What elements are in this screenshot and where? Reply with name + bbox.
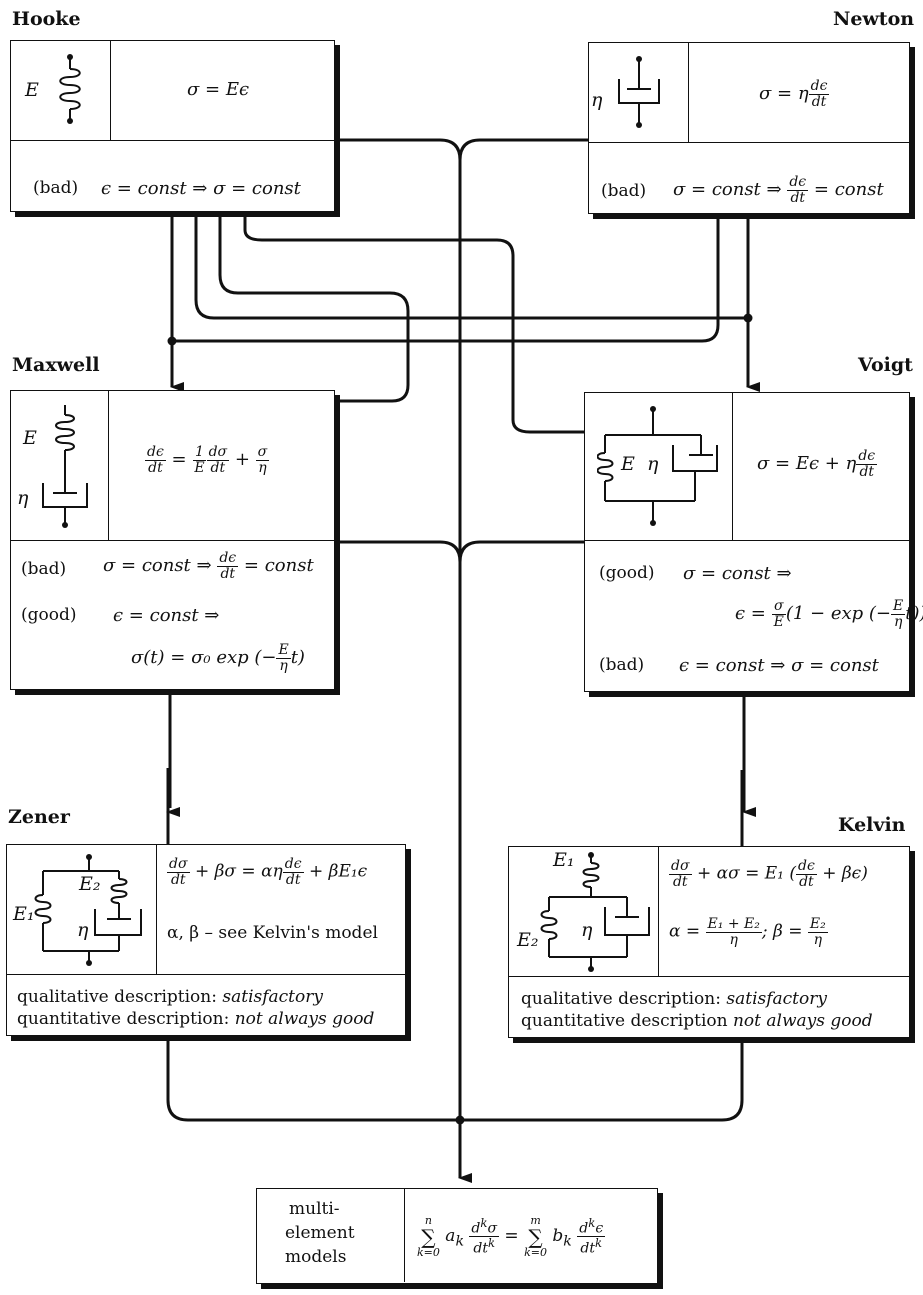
maxwell-title: Maxwell	[12, 354, 100, 376]
voigt-behavior-1-result: ϵ = σE(1 − exp (−Eηt))	[735, 598, 923, 630]
kelvin-symbol-cell: E₁ E₂ η	[509, 847, 659, 977]
voigt-rating-1: (good)	[599, 563, 655, 583]
kelvin-qualitative: qualitative description: satisfactory	[521, 989, 827, 1009]
hooke-law-cell: σ = Eϵ	[111, 41, 334, 141]
hooke-wire-3	[166, 213, 410, 403]
newton-symbol-cell: η	[589, 43, 689, 143]
dashpot-label: η	[591, 89, 603, 111]
newton-title: Newton	[833, 8, 915, 30]
hooke-title: Hooke	[12, 8, 81, 30]
voigt-rating-2: (bad)	[599, 655, 645, 675]
hooke-law: σ = Eϵ	[187, 79, 250, 100]
hooke-behavior: ϵ = const ⇒ σ = const	[101, 178, 301, 199]
multi-element-label-cell: multi- element models	[257, 1189, 405, 1282]
maxwell-to-trunk	[325, 540, 462, 563]
newton-rating: (bad)	[601, 181, 647, 201]
newton-wire-1	[172, 215, 720, 343]
dashpot-icon	[618, 56, 660, 128]
zener-circuit-icon	[34, 854, 142, 966]
multi-element-label-line-3: models	[285, 1247, 347, 1267]
spring-label: E	[621, 453, 635, 475]
spring-icon	[59, 54, 81, 124]
zener-parameters-note: α, β – see Kelvin's model	[167, 923, 378, 943]
spring-e1-label: E₁	[553, 849, 575, 871]
zener-symbol-cell: E₁ E₂ η	[7, 845, 157, 975]
maxwell-behavior-2: ϵ = const ⇒	[113, 605, 220, 626]
hooke-wire-2	[194, 213, 748, 320]
voigt-to-trunk	[458, 540, 588, 563]
hooke-wire-4	[243, 213, 744, 434]
junction-dot	[455, 1115, 465, 1125]
hooke-rating: (bad)	[33, 178, 79, 198]
maxwell-rating-2: (good)	[21, 605, 77, 625]
spring-label: E	[25, 79, 39, 101]
junction-dot	[743, 313, 753, 323]
hooke-box: E σ = Eϵ (bad) ϵ = const ⇒ σ = const	[10, 40, 335, 212]
spring-dashpot-parallel-icon	[597, 406, 718, 526]
zener-quantitative: quantitative description: not always goo…	[17, 1009, 375, 1029]
multi-element-label-line-2: element	[285, 1223, 355, 1243]
spring-label: E	[23, 427, 37, 449]
dashpot-label: η	[581, 919, 593, 941]
dashpot-label: η	[17, 487, 29, 509]
spring-e1-label: E₁	[13, 903, 35, 925]
zener-qualitative: qualitative description: satisfactory	[17, 987, 323, 1007]
spring-e2-label: E₂	[517, 929, 539, 951]
voigt-symbol-cell: E η	[585, 393, 733, 541]
kelvin-quantitative: quantitative description not always good	[521, 1011, 873, 1031]
dashpot-label: η	[77, 919, 89, 941]
kelvin-circuit-icon	[540, 852, 650, 972]
spring-e2-label: E₂	[79, 873, 101, 895]
voigt-title: Voigt	[858, 354, 913, 376]
multi-element-label-line-1: multi-	[289, 1199, 340, 1219]
dashpot-label: η	[647, 453, 659, 475]
spring-dashpot-series-icon	[42, 405, 88, 528]
maxwell-rating-1: (bad)	[21, 559, 67, 579]
zener-wire	[166, 770, 744, 1122]
voigt-behavior-1: σ = const ⇒	[683, 563, 792, 584]
maxwell-symbol-cell: E η	[11, 391, 109, 541]
junction-dot	[167, 336, 177, 346]
zener-title: Zener	[8, 806, 70, 828]
newton-to-trunk	[458, 138, 588, 161]
kelvin-title: Kelvin	[838, 814, 906, 836]
hooke-symbol-cell: E	[11, 41, 111, 141]
voigt-behavior-2: ϵ = const ⇒ σ = const	[679, 655, 879, 676]
